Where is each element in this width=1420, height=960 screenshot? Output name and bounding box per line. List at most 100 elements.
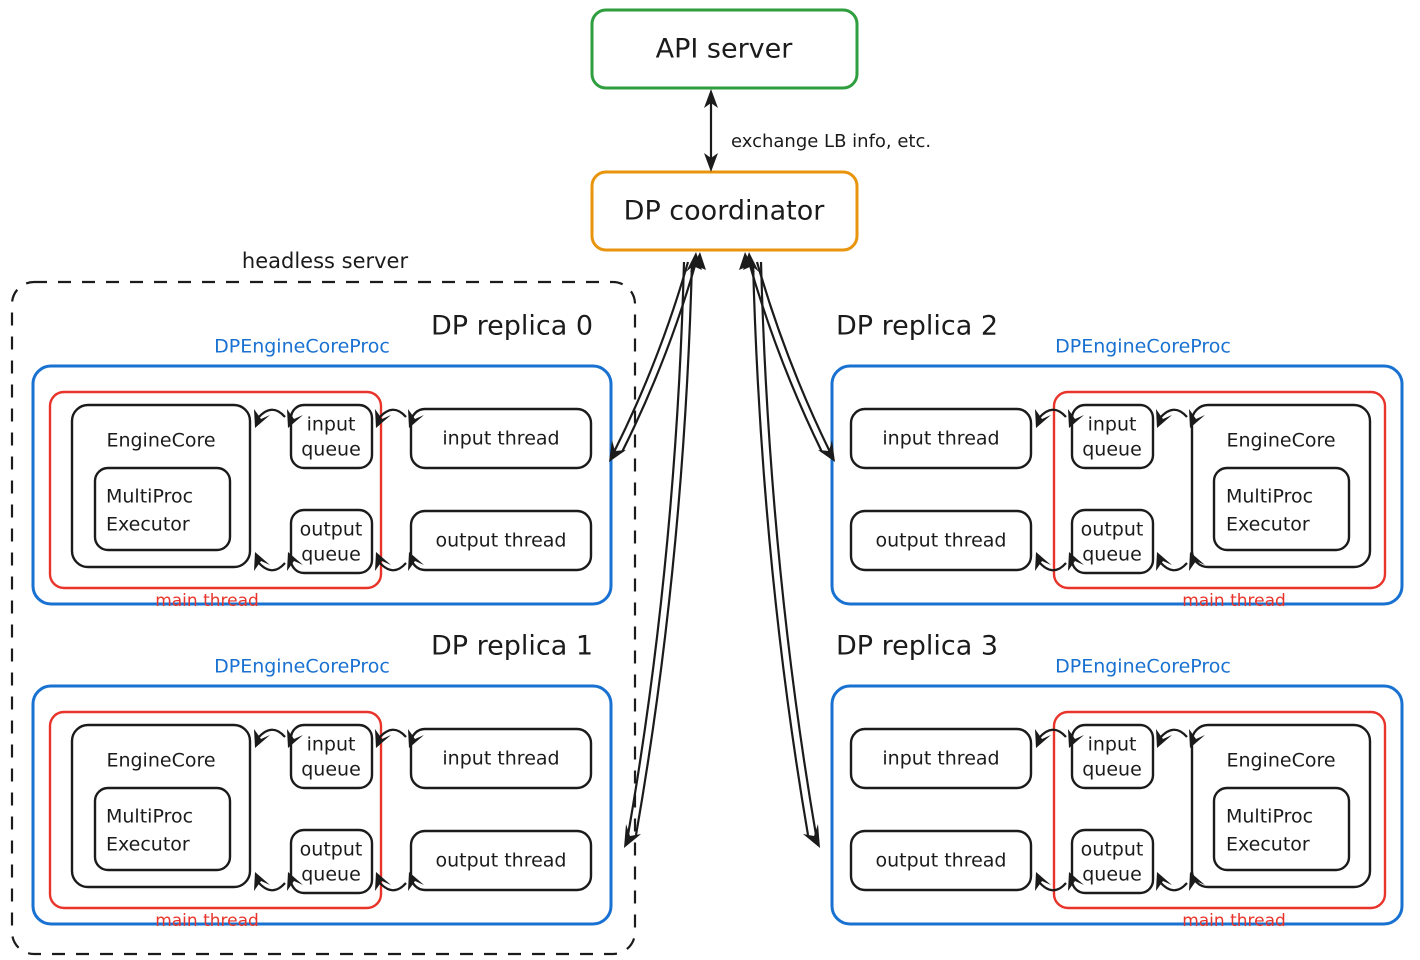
replica-0-multiproc-executor-label-2: Executor (106, 514, 190, 536)
replica-1-input-queue-label-2: queue (301, 759, 361, 781)
replica-3-output-queue-label-1: output (1081, 839, 1144, 861)
replica-3-proc-label: DPEngineCoreProc (1055, 656, 1231, 678)
replica-2-edge-core-outputqueue (1156, 552, 1205, 572)
replica-2-proc-label: DPEngineCoreProc (1055, 336, 1231, 358)
replica-1-output-thread[interactable] (409, 829, 593, 892)
replica-0-engine-core-label: EngineCore (106, 430, 215, 452)
replica-3-output-thread-label: output thread (876, 850, 1007, 872)
replica-2-input-thread[interactable] (849, 407, 1033, 470)
replica-1-input-queue-label-1: input (307, 734, 356, 756)
replica-3-input-queue-label-2: queue (1082, 759, 1142, 781)
replica-1-engine-core-label: EngineCore (106, 750, 215, 772)
replica-1-input-thread-label: input thread (442, 748, 559, 770)
replica-2-multiproc-executor-label-2: Executor (1226, 514, 1310, 536)
replica-2-proc-boundary (830, 364, 1404, 606)
replica-1-edge-outputqueue-outputthread (375, 872, 424, 892)
edge-label-exchange-lb-info: exchange LB info, etc. (731, 131, 931, 152)
replica-1-multiproc-executor[interactable] (93, 786, 232, 872)
replica-0-input-queue-label-1: input (307, 414, 356, 436)
replica-0-proc-label: DPEngineCoreProc (214, 336, 390, 358)
replica-1-output-thread-label: output thread (436, 850, 567, 872)
replica-2-engine-core-label: EngineCore (1226, 430, 1335, 452)
replica-0-output-thread[interactable] (409, 509, 593, 572)
replica-3-output-thread[interactable] (849, 829, 1033, 892)
replica-1-proc-label: DPEngineCoreProc (214, 656, 390, 678)
replica-0[interactable]: DP replica 0 DPEngineCoreProc main threa… (31, 311, 613, 612)
replica-0-input-queue-label-2: queue (301, 439, 361, 461)
replica-3-input-thread-label: input thread (882, 748, 999, 770)
replica-3-output-queue[interactable] (1070, 828, 1155, 895)
replica-0-input-thread[interactable] (409, 407, 593, 470)
replica-2-multiproc-executor[interactable] (1212, 466, 1351, 552)
replica-0-input-thread-label: input thread (442, 428, 559, 450)
replica-0-main-thread-label: main thread (155, 591, 259, 611)
replica-3-input-queue-label-1: input (1088, 734, 1137, 756)
replica-2[interactable]: DP replica 2 DPEngineCoreProc main threa… (830, 311, 1404, 612)
api-server-label: API server (656, 34, 794, 65)
replica-0-edge-inputqueue-inputthread (375, 408, 424, 428)
replica-2-output-thread-label: output thread (876, 530, 1007, 552)
replica-1-main-thread-label: main thread (155, 911, 259, 931)
replica-1-output-queue[interactable] (289, 828, 374, 895)
replica-2-output-queue-label-2: queue (1082, 544, 1142, 566)
replica-3-edge-outputqueue-outputthread (1035, 872, 1084, 892)
replica-3-edge-inputthread-inputqueue (1035, 728, 1084, 748)
headless-server-label: headless server (242, 249, 409, 273)
replica-3-main-thread-boundary (1052, 710, 1387, 910)
node-dp-coordinator[interactable]: DP coordinator (590, 170, 859, 252)
replica-2-input-queue-label-1: input (1088, 414, 1137, 436)
replica-0-main-thread-boundary (48, 390, 383, 590)
replica-0-multiproc-executor[interactable] (93, 466, 232, 552)
replica-3-multiproc-executor[interactable] (1212, 786, 1351, 872)
replica-0-title: DP replica 0 (431, 311, 593, 342)
replica-1-output-queue-label-2: queue (301, 864, 361, 886)
replica-0-output-thread-label: output thread (436, 530, 567, 552)
replica-2-main-thread-label: main thread (1182, 591, 1286, 611)
replica-2-output-queue-label-1: output (1081, 519, 1144, 541)
replica-2-output-thread[interactable] (849, 509, 1033, 572)
replica-3-input-thread[interactable] (849, 727, 1033, 790)
replica-3-multiproc-executor-label-2: Executor (1226, 834, 1310, 856)
replica-2-edge-inputqueue-core (1156, 408, 1205, 428)
boundary-headless-server: headless server (10, 249, 637, 956)
replica-3-output-queue-label-2: queue (1082, 864, 1142, 886)
replica-0-edge-core-outputqueue (254, 552, 303, 572)
replica-3-main-thread-label: main thread (1182, 911, 1286, 931)
replica-1-multiproc-executor-label-1: MultiProc (106, 806, 193, 828)
replica-0-output-queue[interactable] (289, 508, 374, 575)
replica-2-edge-outputqueue-outputthread (1035, 552, 1084, 572)
replica-1-edge-inputqueue-inputthread (375, 728, 424, 748)
replica-3-input-queue[interactable] (1070, 723, 1155, 790)
edge-coordinator-replica-0 (609, 252, 706, 462)
node-api-server[interactable]: API server (590, 8, 859, 90)
edge-coordinator-api-server (704, 89, 718, 172)
replica-3-edge-inputqueue-core (1156, 728, 1205, 748)
replica-0-output-queue-label-1: output (300, 519, 363, 541)
edge-coordinator-replica-1 (624, 252, 702, 848)
replica-3-edge-core-outputqueue (1156, 872, 1205, 892)
replica-0-input-queue[interactable] (289, 403, 374, 470)
replica-2-input-thread-label: input thread (882, 428, 999, 450)
edge-coordinator-replica-2 (739, 252, 835, 462)
replica-1-proc-boundary (31, 684, 613, 926)
replica-2-input-queue[interactable] (1070, 403, 1155, 470)
replica-2-main-thread-boundary (1052, 390, 1387, 590)
replica-3-engine-core-label: EngineCore (1226, 750, 1335, 772)
replica-1-edge-core-outputqueue (254, 872, 303, 892)
replica-2-multiproc-executor-label-1: MultiProc (1226, 486, 1313, 508)
replica-2-output-queue[interactable] (1070, 508, 1155, 575)
replica-3-multiproc-executor-label-1: MultiProc (1226, 806, 1313, 828)
replica-1-main-thread-boundary (48, 710, 383, 910)
replica-2-input-queue-label-2: queue (1082, 439, 1142, 461)
replica-1-title: DP replica 1 (431, 631, 593, 662)
replica-3[interactable]: DP replica 3 DPEngineCoreProc main threa… (830, 631, 1404, 932)
replica-1-input-queue[interactable] (289, 723, 374, 790)
replica-1-multiproc-executor-label-2: Executor (106, 834, 190, 856)
replica-1-input-thread[interactable] (409, 727, 593, 790)
edge-coordinator-replica-3 (743, 252, 820, 848)
replica-0-multiproc-executor-label-1: MultiProc (106, 486, 193, 508)
replica-1[interactable]: DP replica 1 DPEngineCoreProc main threa… (31, 631, 613, 932)
replica-3-title: DP replica 3 (836, 631, 998, 662)
